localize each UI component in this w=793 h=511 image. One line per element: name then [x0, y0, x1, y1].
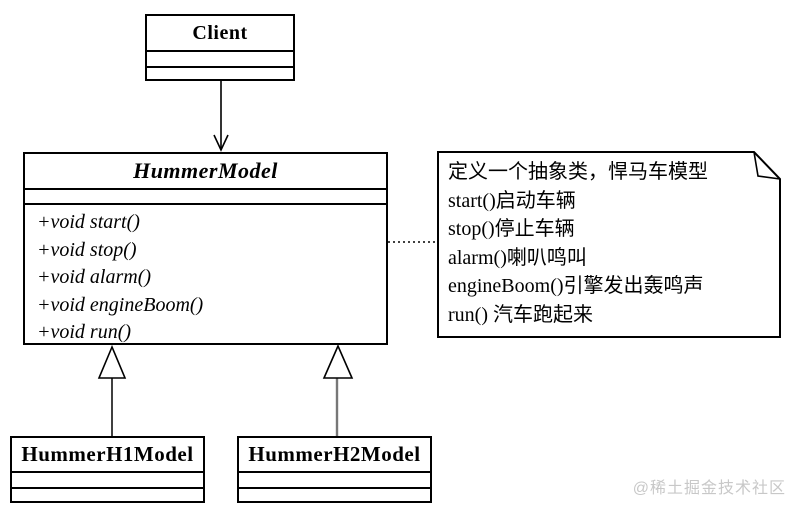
method-run: +void run() — [37, 321, 132, 343]
note-shape — [437, 151, 781, 338]
note-folded-corner-icon — [753, 151, 781, 180]
note-line-4: alarm()喇叭鸣叫 — [448, 246, 587, 269]
method-start: +void start() — [37, 211, 140, 233]
h1-operations-compartment — [12, 489, 203, 501]
method-stop: +void stop() — [37, 238, 137, 261]
class-box-client: Client — [145, 14, 295, 81]
class-name-hummermodel: HummerModel — [25, 154, 386, 190]
dependency-arrowhead-icon — [213, 134, 229, 152]
watermark-text: @稀土掘金技术社区 — [632, 480, 786, 497]
class-box-hummermodel: HummerModel +void start() +void stop() +… — [23, 152, 388, 345]
h2-attributes-compartment — [239, 473, 430, 489]
hummermodel-attributes-compartment — [25, 190, 386, 205]
h2-operations-compartment — [239, 489, 430, 501]
client-attributes-compartment — [147, 52, 293, 68]
note-line-6: run() 汽车跑起来 — [448, 303, 593, 326]
generalization-triangle-h2-icon — [322, 344, 354, 379]
class-name-hummerh1model: HummerH1Model — [12, 438, 203, 473]
note-line-1: 定义一个抽象类，悍马车模型 — [448, 161, 708, 183]
h1-attributes-compartment — [12, 473, 203, 489]
note-line-2: start()启动车辆 — [448, 189, 576, 212]
method-engineboom: +void engineBoom() — [37, 293, 204, 316]
hummermodel-operations-compartment: +void start() +void stop() +void alarm()… — [25, 205, 386, 347]
class-name-client: Client — [147, 16, 293, 52]
note-line-5: engineBoom()引擎发出轰鸣声 — [448, 275, 704, 297]
note-comment: 定义一个抽象类，悍马车模型 start()启动车辆 stop()停止车辆 ala… — [448, 158, 774, 329]
note-line-3: stop()停止车辆 — [448, 218, 575, 240]
class-box-hummerh1model: HummerH1Model — [10, 436, 205, 503]
class-name-hummerh2model: HummerH2Model — [239, 438, 430, 473]
client-operations-compartment — [147, 68, 293, 79]
method-alarm: +void alarm() — [37, 266, 152, 288]
class-box-hummerh2model: HummerH2Model — [237, 436, 432, 503]
generalization-triangle-h1-icon — [97, 344, 127, 379]
